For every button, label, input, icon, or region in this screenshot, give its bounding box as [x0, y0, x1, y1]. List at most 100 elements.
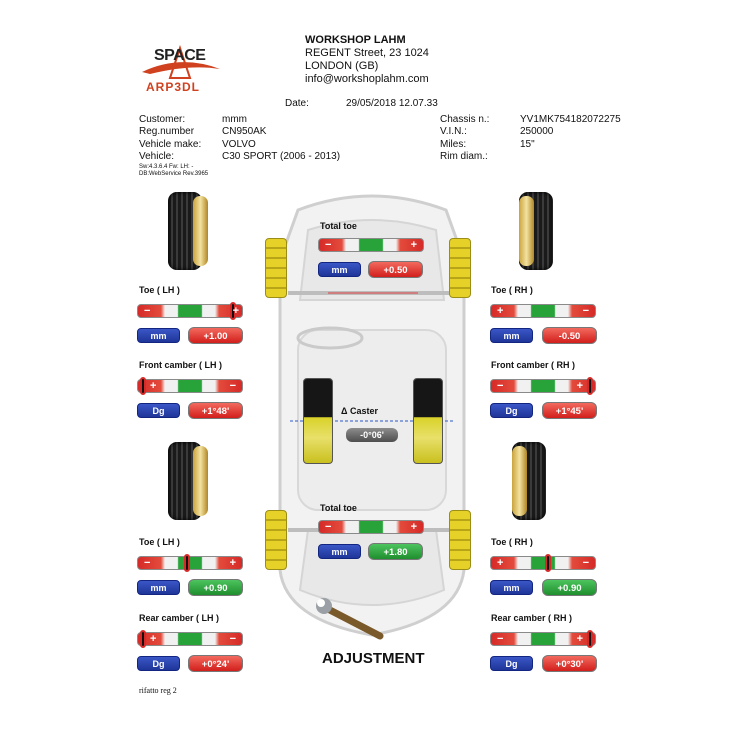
sw-line: Sw:4.3.6.4 Fw: LH: -: [139, 164, 194, 170]
rear-toe-rh-needle: [545, 554, 551, 572]
date-value: 29/05/2018 12.07.33: [346, 98, 438, 109]
rear-camber-rh-scale: − +: [490, 630, 596, 648]
rear-toe-lh-needle: [184, 554, 190, 572]
rear-total-toe-scale: − +: [318, 520, 424, 534]
software-info: Sw:4.3.6.4 Fw: LH: - DB:WebService Rev.3…: [139, 164, 208, 178]
plus-sign: +: [497, 305, 504, 317]
front-camber-lh-value: +1°48': [188, 402, 243, 419]
minus-sign: −: [497, 633, 504, 645]
wrench-icon: [316, 598, 384, 640]
plus-sign: +: [410, 521, 417, 533]
rear-right-wheel: [449, 510, 471, 570]
rear-camber-lh-value: +0°24': [188, 655, 243, 672]
front-toe-rh-unit: mm: [490, 328, 533, 343]
minus-sign: −: [144, 557, 151, 569]
rear-camber-lh-unit: Dg: [137, 656, 180, 671]
front-right-wheel: [449, 238, 471, 298]
minus-sign: −: [582, 557, 589, 569]
front-toe-lh-needle: [230, 302, 236, 320]
front-total-toe-unit: mm: [318, 262, 361, 277]
workshop-email: info@workshoplahm.com: [305, 73, 429, 85]
minus-sign: −: [229, 633, 236, 645]
reg-value: CN950AK: [222, 126, 267, 138]
rim-label: Rim diam.:: [440, 150, 488, 162]
rear-toe-lh-scale: − +: [137, 554, 243, 572]
plus-sign: +: [232, 305, 239, 317]
minus-sign: −: [497, 380, 504, 392]
logo-arp-text: ARP3DL: [146, 80, 201, 94]
rear-toe-lh-value: +0.90: [188, 579, 243, 596]
plus-sign: +: [410, 239, 417, 251]
make-value: VOLVO: [222, 138, 256, 150]
rear-toe-rh-label: Toe ( RH ): [491, 537, 533, 547]
plus-sign: +: [576, 633, 583, 645]
front-total-toe-scale: − +: [318, 238, 424, 252]
rear-left-wheel: [265, 510, 287, 570]
front-toe-rh-scale: + −: [490, 304, 596, 318]
front-total-toe-value: +0.50: [368, 261, 423, 278]
minus-sign: −: [325, 521, 332, 533]
minus-sign: −: [325, 239, 332, 251]
front-camber-rh-value: +1°45': [542, 402, 597, 419]
rear-camber-lh-label: Rear camber ( LH ): [139, 613, 220, 623]
workshop-street: REGENT Street, 23 1024: [305, 47, 429, 59]
rear-toe-rh-scale: + −: [490, 554, 596, 572]
db-line: DB:WebService Rev.3965: [139, 171, 209, 177]
caster-value: -0°06': [346, 428, 398, 442]
vehicle-values: YV1MK754182072275 250000 15": [520, 114, 621, 151]
rear-toe-lh-label: Toe ( LH ): [139, 537, 180, 547]
rear-camber-rh-value: +0°30': [542, 655, 597, 672]
front-camber-lh-label: Front camber ( LH ): [139, 360, 223, 370]
vehicle-labels: Chassis n.: V.I.N.: Miles: Rim diam.:: [440, 114, 489, 163]
rear-total-toe-label: Total toe: [320, 503, 357, 513]
customer-values: mmm CN950AK VOLVO C30 SPORT (2006 - 2013…: [222, 114, 340, 163]
front-toe-lh-value: +1.00: [188, 327, 243, 344]
plus-sign: +: [497, 557, 504, 569]
chassis-label: Chassis n.:: [440, 114, 490, 125]
rim-value: 15": [520, 138, 535, 150]
workshop-city: LONDON (GB): [305, 60, 379, 72]
plus-sign: +: [150, 380, 157, 392]
rear-camber-lh-scale: + −: [137, 630, 243, 648]
vehicle-value: C30 SPORT (2006 - 2013): [222, 150, 341, 162]
rear-camber-rh-unit: Dg: [490, 656, 533, 671]
rear-total-toe-unit: mm: [318, 544, 361, 559]
logo-space-text: SPACE: [154, 47, 206, 64]
rear-toe-lh-unit: mm: [137, 580, 180, 595]
front-total-toe-label: Total toe: [320, 221, 357, 231]
front-toe-lh-label: Toe ( LH ): [139, 285, 180, 295]
front-camber-rh-label: Front camber ( RH ): [491, 360, 576, 370]
minus-sign: −: [229, 380, 236, 392]
vin-value: YV1MK754182072275: [520, 114, 621, 125]
rear-toe-rh-unit: mm: [490, 580, 533, 595]
date-label: Date:: [285, 98, 309, 109]
front-toe-lh-scale: − +: [137, 302, 243, 320]
front-left-rim-image: [193, 196, 208, 266]
rear-camber-lh-needle: [140, 630, 146, 648]
front-toe-rh-label: Toe ( RH ): [491, 285, 533, 295]
workshop-header: WORKSHOP LAHM REGENT Street, 23 1024 LON…: [305, 34, 429, 86]
minus-sign: −: [582, 305, 589, 317]
plus-sign: +: [150, 633, 157, 645]
footer-note: rifatto reg 2: [139, 686, 177, 695]
front-left-wheel: [265, 238, 287, 298]
front-camber-rh-needle: [587, 377, 593, 395]
minus-sign: −: [144, 305, 151, 317]
rear-camber-rh-needle: [587, 630, 593, 648]
caster-left-bar: [303, 378, 333, 464]
front-right-rim-image: [519, 196, 534, 266]
front-camber-rh-scale: − +: [490, 377, 596, 395]
rear-toe-rh-value: +0.90: [542, 579, 597, 596]
adjustment-title: ADJUSTMENT: [322, 650, 425, 667]
logo-swoosh-icon: [142, 44, 220, 79]
front-camber-lh-scale: + −: [137, 377, 243, 395]
rear-camber-rh-label: Rear camber ( RH ): [491, 613, 573, 623]
front-camber-lh-needle: [140, 377, 146, 395]
workshop-name: WORKSHOP LAHM: [305, 34, 406, 46]
vehicle-label: Vehicle:: [139, 150, 175, 162]
miles-value: 250000: [520, 126, 554, 138]
caster-label: Δ Caster: [341, 406, 378, 416]
customer-value: mmm: [222, 114, 247, 125]
front-toe-rh-value: -0.50: [542, 327, 597, 344]
rear-total-toe-value: +1.80: [368, 543, 423, 560]
